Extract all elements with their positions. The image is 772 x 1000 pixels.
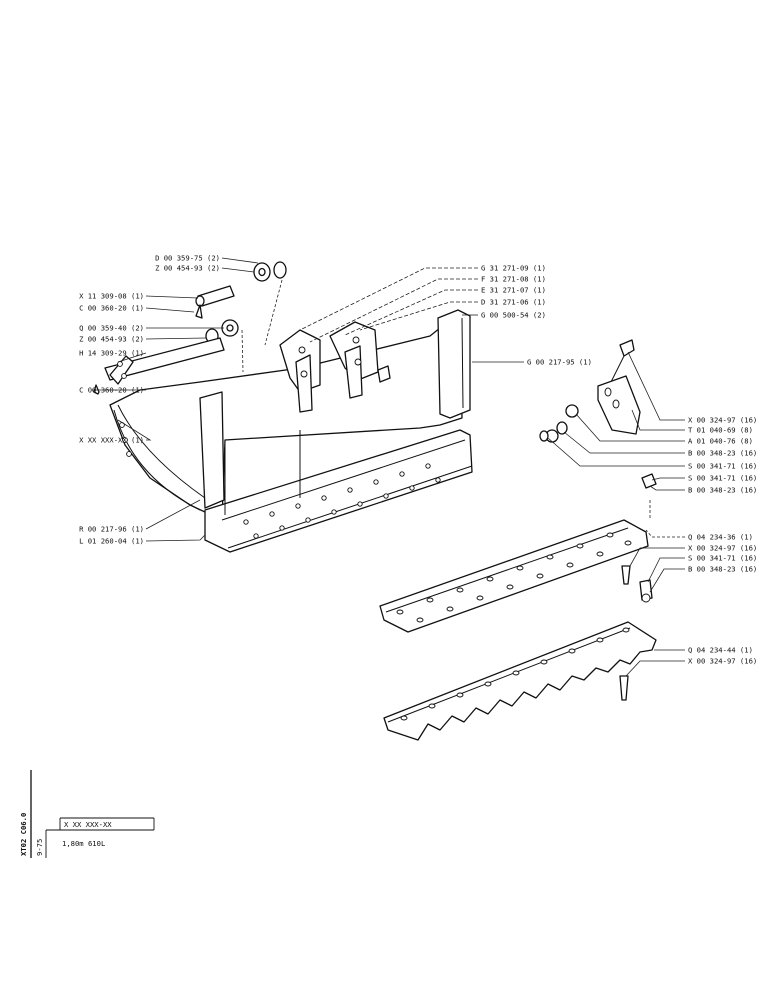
cutting-edge-holes bbox=[396, 532, 632, 623]
callout-right-2: E 31 271-07 (1) bbox=[481, 286, 546, 295]
callout-left-8: X XX XXX-XX (1) bbox=[79, 436, 144, 445]
callout-right-3: D 31 271-06 (1) bbox=[481, 298, 546, 307]
callout-right-17: Q 04 234-44 (1) bbox=[688, 646, 753, 655]
callout-right-18: X 00 324-97 (16) bbox=[688, 657, 757, 666]
callout-right-16: B 00 348-23 (16) bbox=[688, 565, 757, 574]
callout-left-4: Q 00 359-40 (2) bbox=[79, 324, 144, 333]
callout-right-7: T 01 040-69 (8) bbox=[688, 426, 753, 435]
callout-left-5: Z 00 454-93 (2) bbox=[79, 335, 144, 344]
callout-left-7: C 00 360-20 (1) bbox=[79, 386, 144, 395]
bucket-floor-holes bbox=[243, 463, 441, 539]
callout-right-10: S 00 341-71 (16) bbox=[688, 462, 757, 471]
callout-right-13: Q 04 234-36 (1) bbox=[688, 533, 753, 542]
callouts-right: G 31 271-09 (1) F 31 271-08 (1) E 31 271… bbox=[481, 264, 757, 666]
callout-right-0: G 31 271-09 (1) bbox=[481, 264, 546, 273]
callout-left-3: C 00 360-20 (1) bbox=[79, 304, 144, 313]
title-block: XT02 C06.0 9-75 X XX XXX-XX 1,80m 610L bbox=[19, 770, 155, 858]
callout-left-1: Z 00 454-93 (2) bbox=[155, 264, 220, 273]
callout-right-9: B 00 348-23 (16) bbox=[688, 449, 757, 458]
pin-assembly-middle bbox=[104, 319, 239, 381]
callout-left-0: D 00 359-75 (2) bbox=[155, 254, 220, 263]
callout-left-9: R 00 217-96 (1) bbox=[79, 525, 144, 534]
callout-right-6: X 00 324-97 (16) bbox=[688, 416, 757, 425]
callouts-left: D 00 359-75 (2) Z 00 454-93 (2) X 11 309… bbox=[79, 254, 220, 546]
cutting-edge-plate bbox=[379, 519, 653, 633]
title-description: 1,80m 610L bbox=[62, 839, 105, 848]
callout-right-15: S 00 341-71 (16) bbox=[688, 554, 757, 563]
callout-right-12: B 00 348-23 (16) bbox=[688, 486, 757, 495]
toothed-edge-plate bbox=[383, 621, 657, 741]
callout-left-6: H 14 309-29 (1) bbox=[79, 349, 144, 358]
pin-assembly-top bbox=[195, 261, 287, 319]
leader-lines bbox=[92, 257, 685, 677]
lock-plate bbox=[109, 355, 134, 385]
toothed-edge-holes bbox=[400, 627, 630, 721]
callout-left-2: X 11 309-08 (1) bbox=[79, 292, 144, 301]
drawing-code: XT02 C06.0 bbox=[19, 813, 28, 856]
callout-right-1: F 31 271-08 (1) bbox=[481, 275, 546, 284]
side-cutter-assembly bbox=[539, 339, 657, 489]
callout-right-8: A 01 040-76 (8) bbox=[688, 437, 753, 446]
callout-right-11: S 00 341-71 (16) bbox=[688, 474, 757, 483]
title-part-number: X XX XXX-XX bbox=[64, 820, 112, 829]
drawing-date-code: 9-75 bbox=[35, 839, 44, 856]
bucket-body bbox=[109, 309, 473, 553]
callout-left-10: L 01 260-04 (1) bbox=[79, 537, 144, 546]
callout-right-5: G 00 217-95 (1) bbox=[527, 358, 592, 367]
callout-right-14: X 00 324-97 (16) bbox=[688, 544, 757, 553]
callout-right-4: G 00 500-54 (2) bbox=[481, 311, 546, 320]
